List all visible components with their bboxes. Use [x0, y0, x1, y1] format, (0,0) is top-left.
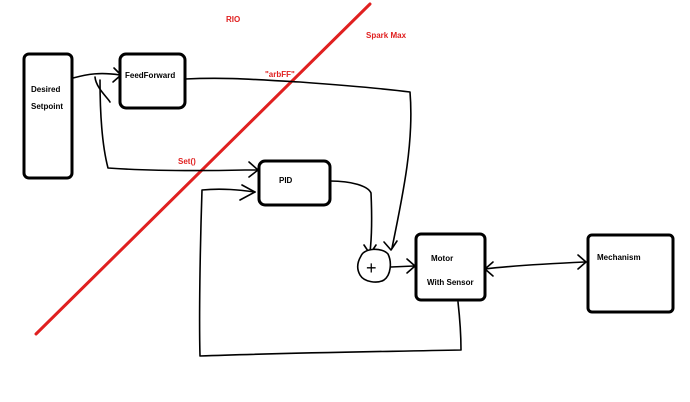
- signal-label-arbff: "arbFF": [265, 70, 295, 79]
- feedforward-block: [118, 52, 187, 110]
- pid-block: [257, 159, 332, 207]
- wire-motor-mechanism: [484, 261, 586, 270]
- motor-label-line1: Motor: [431, 254, 453, 263]
- desired-setpoint-label-line1: Desired: [31, 85, 60, 94]
- wire-pid-to-sum: [329, 180, 373, 253]
- summing-junction-symbol: +: [366, 258, 377, 278]
- region-label-rio: RIO: [226, 15, 240, 24]
- wire-setpoint-branch: [94, 76, 111, 103]
- arrowhead-mechanism-side: [577, 254, 587, 270]
- region-label-spark-max: Spark Max: [366, 31, 407, 40]
- wire-sum-to-motor: [390, 265, 415, 268]
- wire-setpoint-to-feedforward: [72, 72, 121, 79]
- motor-label-line2: With Sensor: [427, 278, 474, 287]
- wire-setpoint-to-pid: [99, 79, 259, 172]
- desired-setpoint-block: [22, 52, 74, 180]
- feedforward-label: FeedForward: [125, 71, 175, 80]
- rio-spark-max-divider: [34, 2, 372, 336]
- motor-block: [414, 232, 487, 302]
- mechanism-block: [586, 233, 675, 314]
- desired-setpoint-label-line2: Setpoint: [31, 102, 63, 111]
- wire-feedforward-to-sum: [184, 77, 412, 249]
- signal-label-set: Set(): [178, 157, 196, 166]
- arrowhead-pid-feedback: [239, 184, 256, 201]
- pid-label: PID: [279, 176, 293, 185]
- wire-feedback-loop: [198, 188, 462, 357]
- mechanism-label: Mechanism: [597, 253, 641, 262]
- arrowhead-sum-ff: [383, 240, 398, 251]
- summing-junction: [356, 248, 392, 283]
